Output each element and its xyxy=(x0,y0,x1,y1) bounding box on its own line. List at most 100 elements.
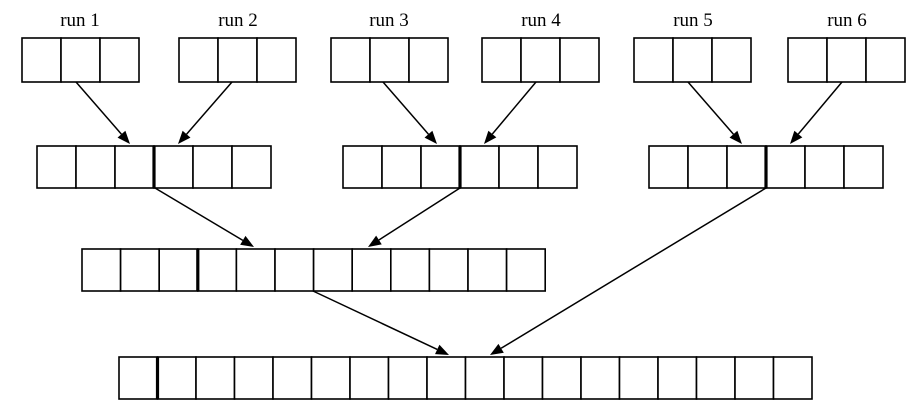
arrow-shaft xyxy=(491,81,537,135)
arrow-shaft xyxy=(378,187,461,241)
cell xyxy=(459,145,500,189)
cell xyxy=(158,248,199,292)
label-run-3: run 3 xyxy=(369,10,409,31)
cell xyxy=(726,145,767,189)
cell xyxy=(118,356,159,400)
cell xyxy=(99,37,140,83)
arrow-run2-to-merge12 xyxy=(178,81,233,144)
label-run-2: run 2 xyxy=(218,10,258,31)
cell-group-run-3-box xyxy=(330,37,449,83)
level-level-2-pairs xyxy=(36,145,884,189)
arrow-head xyxy=(484,130,497,144)
arrow-merge12-to-merge14 xyxy=(154,187,254,247)
cell xyxy=(467,248,508,292)
cell xyxy=(349,356,390,400)
cell xyxy=(695,356,736,400)
cell xyxy=(330,37,371,83)
cell-group-merge-3-4 xyxy=(342,145,578,189)
cell xyxy=(235,248,276,292)
cell xyxy=(498,145,539,189)
cell-group-run-4-box xyxy=(481,37,600,83)
cell xyxy=(81,248,122,292)
arrow-head xyxy=(240,235,254,247)
cell xyxy=(192,145,233,189)
level-level-3-twelve xyxy=(81,248,547,292)
cell xyxy=(787,37,828,83)
cell xyxy=(408,37,449,83)
cell xyxy=(765,145,806,189)
cell xyxy=(865,37,906,83)
arrow-head xyxy=(368,235,382,247)
cell xyxy=(657,356,698,400)
cell xyxy=(580,356,621,400)
cell-group-run-6-box xyxy=(787,37,906,83)
arrow-shaft xyxy=(500,187,767,349)
cell xyxy=(541,356,582,400)
cell-group-merge-5-6 xyxy=(648,145,884,189)
cell xyxy=(75,145,116,189)
cell xyxy=(481,37,522,83)
arrow-head xyxy=(178,130,191,144)
cell xyxy=(648,145,689,189)
cell xyxy=(195,356,236,400)
arrow-run3-to-merge34 xyxy=(382,81,437,144)
cell xyxy=(559,37,600,83)
cell xyxy=(633,37,674,83)
cell xyxy=(804,145,845,189)
cell xyxy=(426,356,467,400)
cell xyxy=(21,37,62,83)
cell xyxy=(233,356,274,400)
arrow-head xyxy=(424,130,437,144)
cell-group-merge-all xyxy=(118,356,813,400)
cell xyxy=(342,145,383,189)
arrow-merge56-to-final xyxy=(490,187,767,355)
cell xyxy=(274,248,315,292)
cell-group-run-5-box xyxy=(633,37,752,83)
cell xyxy=(734,356,775,400)
cell xyxy=(503,356,544,400)
cell xyxy=(687,145,728,189)
cell-group-merge-1-2 xyxy=(36,145,272,189)
cell xyxy=(256,37,297,83)
cell xyxy=(60,37,101,83)
arrow-run1-to-merge12 xyxy=(75,81,130,144)
cell xyxy=(369,37,410,83)
cell-groups-layer xyxy=(21,37,906,400)
cell xyxy=(217,37,258,83)
cell xyxy=(272,356,313,400)
cell xyxy=(231,145,272,189)
cell xyxy=(428,248,469,292)
arrow-shaft xyxy=(185,81,233,135)
cell xyxy=(156,356,197,400)
arrow-shaft xyxy=(154,187,244,241)
arrow-merge14-to-final xyxy=(312,290,449,355)
arrow-run5-to-merge56 xyxy=(687,81,742,144)
level-level-1-runs xyxy=(21,37,906,83)
cell xyxy=(153,145,194,189)
cell xyxy=(351,248,392,292)
cell xyxy=(197,248,238,292)
cell xyxy=(114,145,155,189)
cell xyxy=(36,145,77,189)
arrow-shaft xyxy=(687,81,735,135)
cell xyxy=(520,37,561,83)
arrow-run4-to-merge34 xyxy=(484,81,537,144)
label-run-5: run 5 xyxy=(673,10,713,31)
cell xyxy=(843,145,884,189)
cell xyxy=(119,248,160,292)
arrow-head xyxy=(435,344,449,355)
cell xyxy=(389,248,431,292)
cell xyxy=(178,37,219,83)
cell xyxy=(310,356,351,400)
level-level-4-final xyxy=(118,356,813,400)
arrow-head xyxy=(490,343,504,355)
arrow-shaft xyxy=(75,81,123,135)
label-run-4: run 4 xyxy=(521,10,561,31)
arrow-head xyxy=(790,130,803,144)
cell xyxy=(537,145,578,189)
label-run-1: run 1 xyxy=(60,10,100,31)
cell xyxy=(420,145,461,189)
